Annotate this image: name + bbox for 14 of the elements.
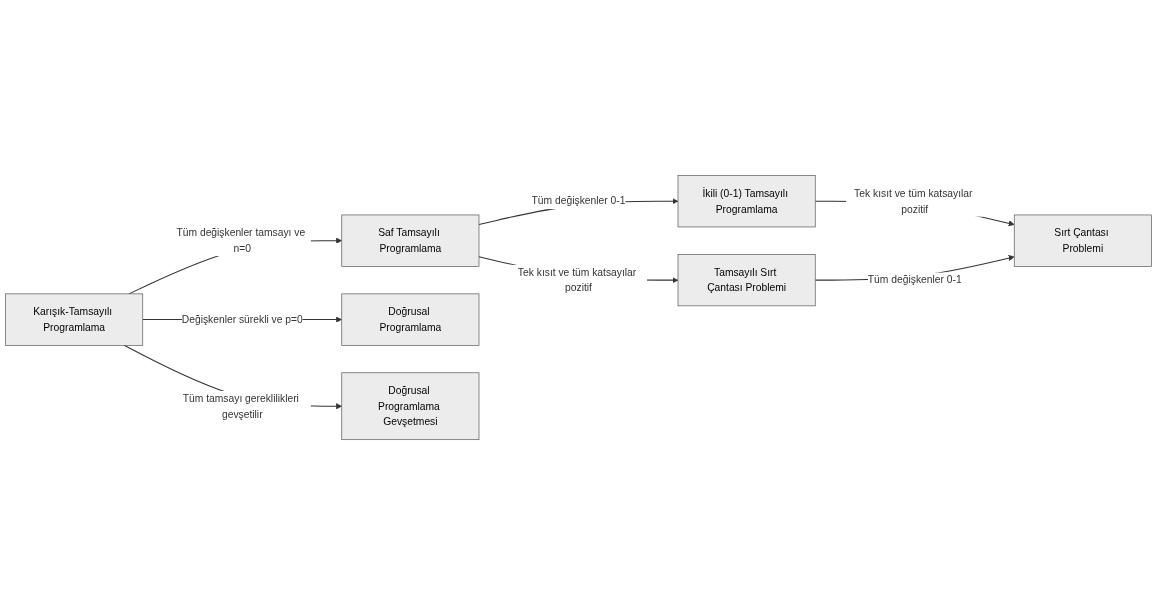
edge-label: Tek kısıt ve tüm katsayılar pozitif: [854, 187, 973, 215]
edge-label: Tüm değişkenler tamsayı ve n=0: [176, 226, 306, 254]
node-box: Saf Tamsayılı Programlama: [341, 214, 480, 267]
node-box: Sırt Çantası Problemi: [1013, 214, 1152, 267]
edge-label: Değişkenler sürekli ve p=0: [181, 313, 303, 325]
node-box: Tamsayılı Sırt Çantası Problemi: [677, 253, 816, 307]
edge-label: Tüm tamsayı gereklilikleri gevşetilir: [182, 392, 299, 420]
edge-label: Tek kısıt ve tüm katsayılar pozitif: [517, 265, 637, 294]
edge-label: Tüm değişkenler 0-1: [867, 273, 962, 286]
node-box: Karışık-Tamsayılı Programlama: [5, 293, 144, 346]
node-box: İkili (0-1) Tamsayılı Programlama: [677, 175, 816, 228]
node-box: Doğrusal Programlama: [341, 293, 480, 346]
node-box: Doğrusal Programlama Gevşetmesi: [341, 372, 480, 440]
edge-label: Tüm değişkenler 0-1: [531, 194, 626, 207]
